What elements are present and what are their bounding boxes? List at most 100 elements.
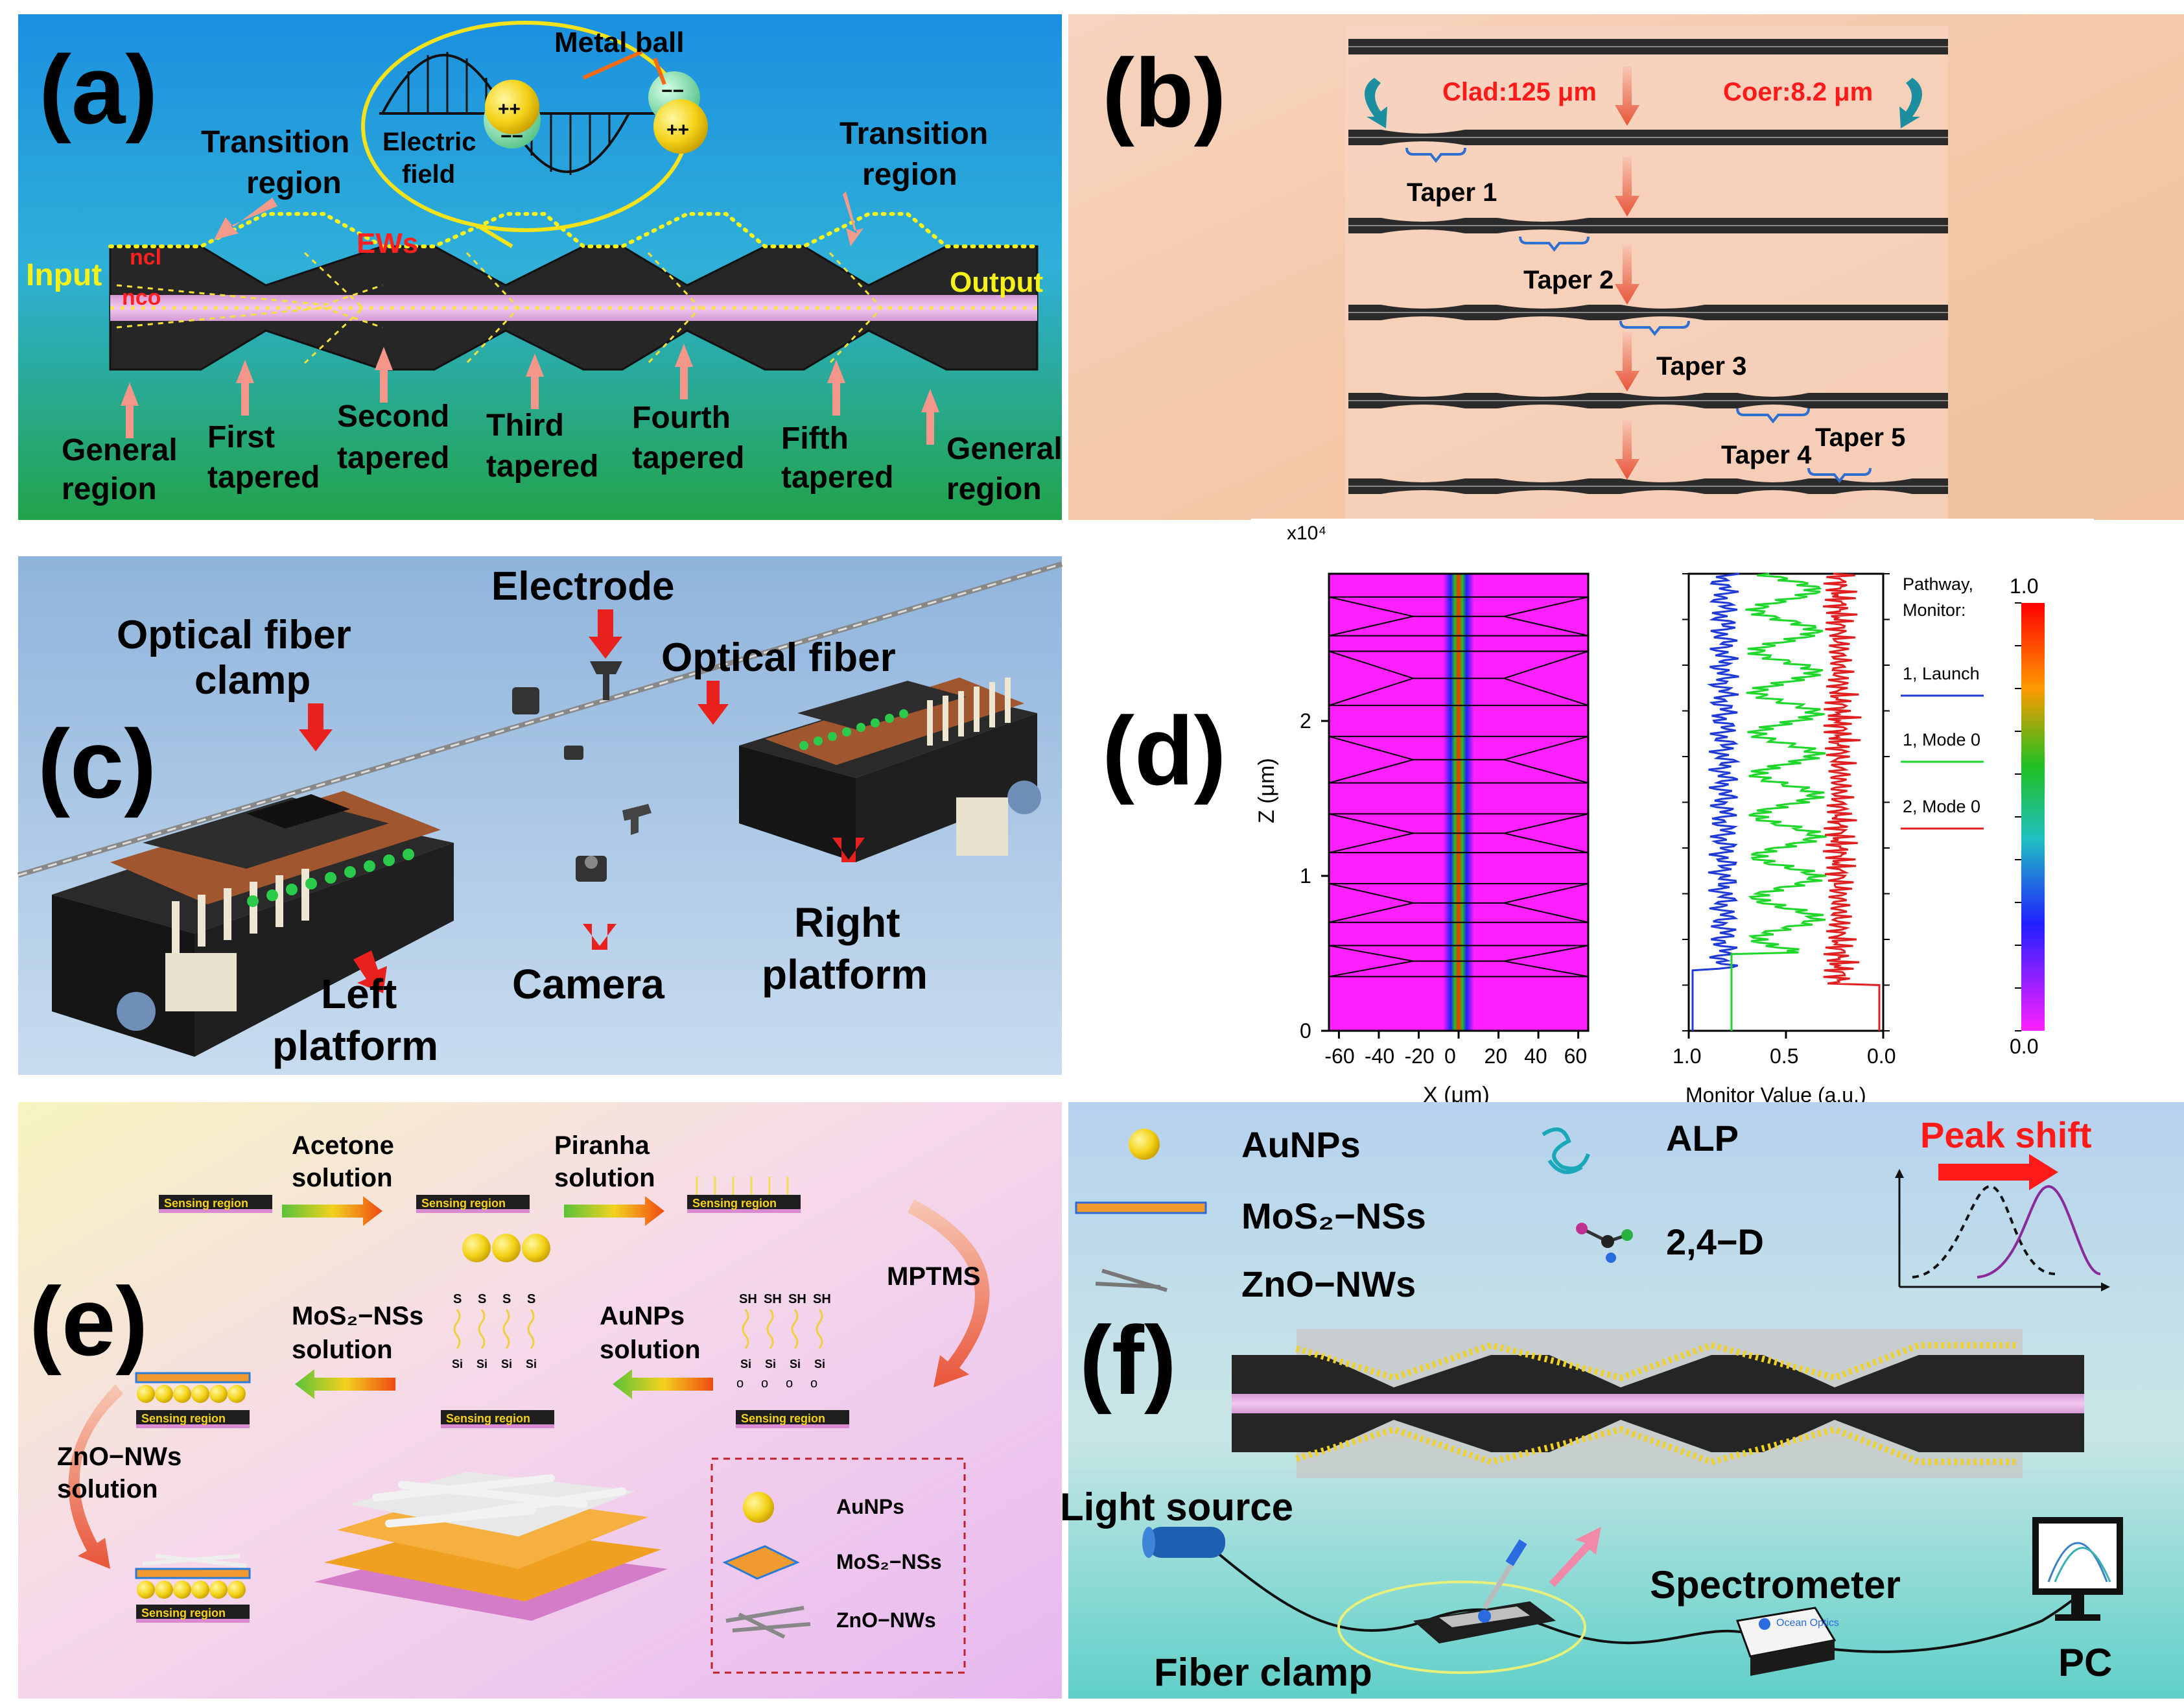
svg-text:o: o [810, 1376, 817, 1391]
right-platform-label-1: Right [794, 899, 900, 946]
sensing-region-label: Sensing region [446, 1412, 530, 1425]
led-dot [403, 849, 414, 860]
region-label-line1: General [62, 433, 178, 467]
pin [989, 682, 995, 727]
x-exponent: x10⁴ [1287, 523, 1326, 544]
region-label-line1: Fifth [781, 421, 849, 456]
region-arrow [675, 344, 693, 399]
monitor-tick-label: 1.0 [1673, 1044, 1701, 1068]
legend-entry: 1, Launch [1903, 664, 1980, 683]
metal-ball-label: Metal ball [554, 27, 685, 58]
stage-arrow [1615, 245, 1639, 305]
peak-shift-label: Peak shift [1920, 1114, 2092, 1155]
sensing-region-label: Sensing region [141, 1607, 226, 1619]
led-dot [842, 727, 851, 736]
aunp-particle [228, 1385, 246, 1403]
pin [276, 875, 283, 927]
region-label-line2: tapered [207, 460, 320, 495]
small-part-1 [512, 687, 539, 714]
panel-b: (b) Clad:125 μm Coer:8.2 μm Taper 1Taper… [1068, 14, 2184, 520]
left-platform-label-2: platform [272, 1022, 438, 1069]
s-label: S [527, 1292, 535, 1306]
led-dot [286, 884, 298, 895]
sh-label: SH [764, 1292, 782, 1306]
curl-arrow-right [1899, 78, 1922, 128]
electric-field-label-1: Electric [382, 128, 476, 156]
pc-icon [2032, 1517, 2123, 1621]
evanescent-waves [108, 212, 1039, 248]
pin [958, 691, 964, 736]
callout-pointer [478, 225, 513, 248]
right-platform [739, 677, 1041, 862]
taper-brace [1736, 408, 1810, 424]
process-arrows [68, 1196, 990, 1569]
ews-label: EWs [357, 228, 418, 259]
electrode-icon [590, 661, 622, 700]
svg-text:o: o [761, 1376, 768, 1391]
zno-solution-label-2: solution [57, 1475, 158, 1503]
aunp-particle [462, 1234, 491, 1262]
panel-c-letter: (c) [38, 709, 156, 818]
taper-label: Taper 5 [1815, 423, 1905, 452]
pc-label: PC [2058, 1641, 2112, 1684]
region-label-line1: Fourth [632, 401, 731, 435]
camera-label: Camera [512, 961, 664, 1007]
taper-outlines [1328, 596, 1589, 978]
f-legend-aunps: AuNPs [1241, 1124, 1361, 1165]
region-arrow [121, 383, 139, 438]
si-label: Si [526, 1358, 537, 1371]
optical-fiber-highlight [18, 563, 1063, 877]
transition-region-left-2: region [246, 166, 342, 200]
clad-label: Clad:125 μm [1442, 78, 1597, 106]
arrow-transition-right [843, 191, 863, 246]
fiber-cable [1204, 1542, 2095, 1653]
legend-entry: 2, Mode 0 [1903, 797, 1980, 816]
alp-label: ALP [1666, 1118, 1739, 1159]
si-label: Si [740, 1358, 751, 1371]
electrode-label: Electrode [491, 564, 675, 609]
region-label-line2: region [946, 472, 1042, 506]
taper-brace [1807, 467, 1872, 484]
pin [943, 696, 948, 741]
aunp-layer-top [1295, 1341, 2016, 1382]
stage-arrow [1615, 157, 1639, 217]
panel-a: (a) ++ −− ++ −− M [18, 14, 1063, 520]
region-label-line2: tapered [632, 441, 744, 475]
ray-paths [116, 252, 884, 364]
ncl-label: ncl [130, 245, 161, 270]
si-label: Si [476, 1358, 487, 1371]
legend-header-1: Pathway, [1903, 574, 1973, 594]
mos2-solution-label-1: MoS₂−NSs [292, 1302, 423, 1330]
taper-outline [1328, 650, 1589, 707]
pin [927, 700, 933, 746]
pipette-arrow [1549, 1527, 1601, 1587]
taper-outline [1328, 882, 1589, 923]
spectrometer-label: Spectrometer [1650, 1563, 1901, 1607]
taper-label: Taper 1 [1407, 178, 1497, 207]
led-dot [247, 895, 259, 907]
colorbar-max: 1.0 [2010, 574, 2038, 598]
transition-region-right-1: Transition [840, 117, 988, 151]
aunp-particle [191, 1385, 209, 1403]
aunp-particle [228, 1581, 246, 1599]
fiber-stages [1348, 39, 1948, 494]
z-ticks: 012 [1300, 709, 1329, 1042]
z-axis-label: Z (μm) [1254, 758, 1279, 823]
peak-shift-inset [1895, 1169, 2110, 1291]
metal-ball-arrow [582, 50, 643, 80]
f-legend-mos2: MoS₂−NSs [1241, 1195, 1426, 1236]
region-label-line1: General [946, 432, 1063, 466]
mptms-label: MPTMS [887, 1262, 980, 1291]
s-label: S [453, 1292, 462, 1306]
aunp-particle [137, 1581, 155, 1599]
acetone-label-1: Acetone [292, 1131, 394, 1160]
alp-icon [1542, 1127, 1590, 1174]
region-label-line1: Second [337, 399, 449, 434]
metal-ball-left [485, 80, 539, 134]
f-legend-zno: ZnO−NWs [1241, 1264, 1416, 1304]
pin [1005, 677, 1011, 723]
